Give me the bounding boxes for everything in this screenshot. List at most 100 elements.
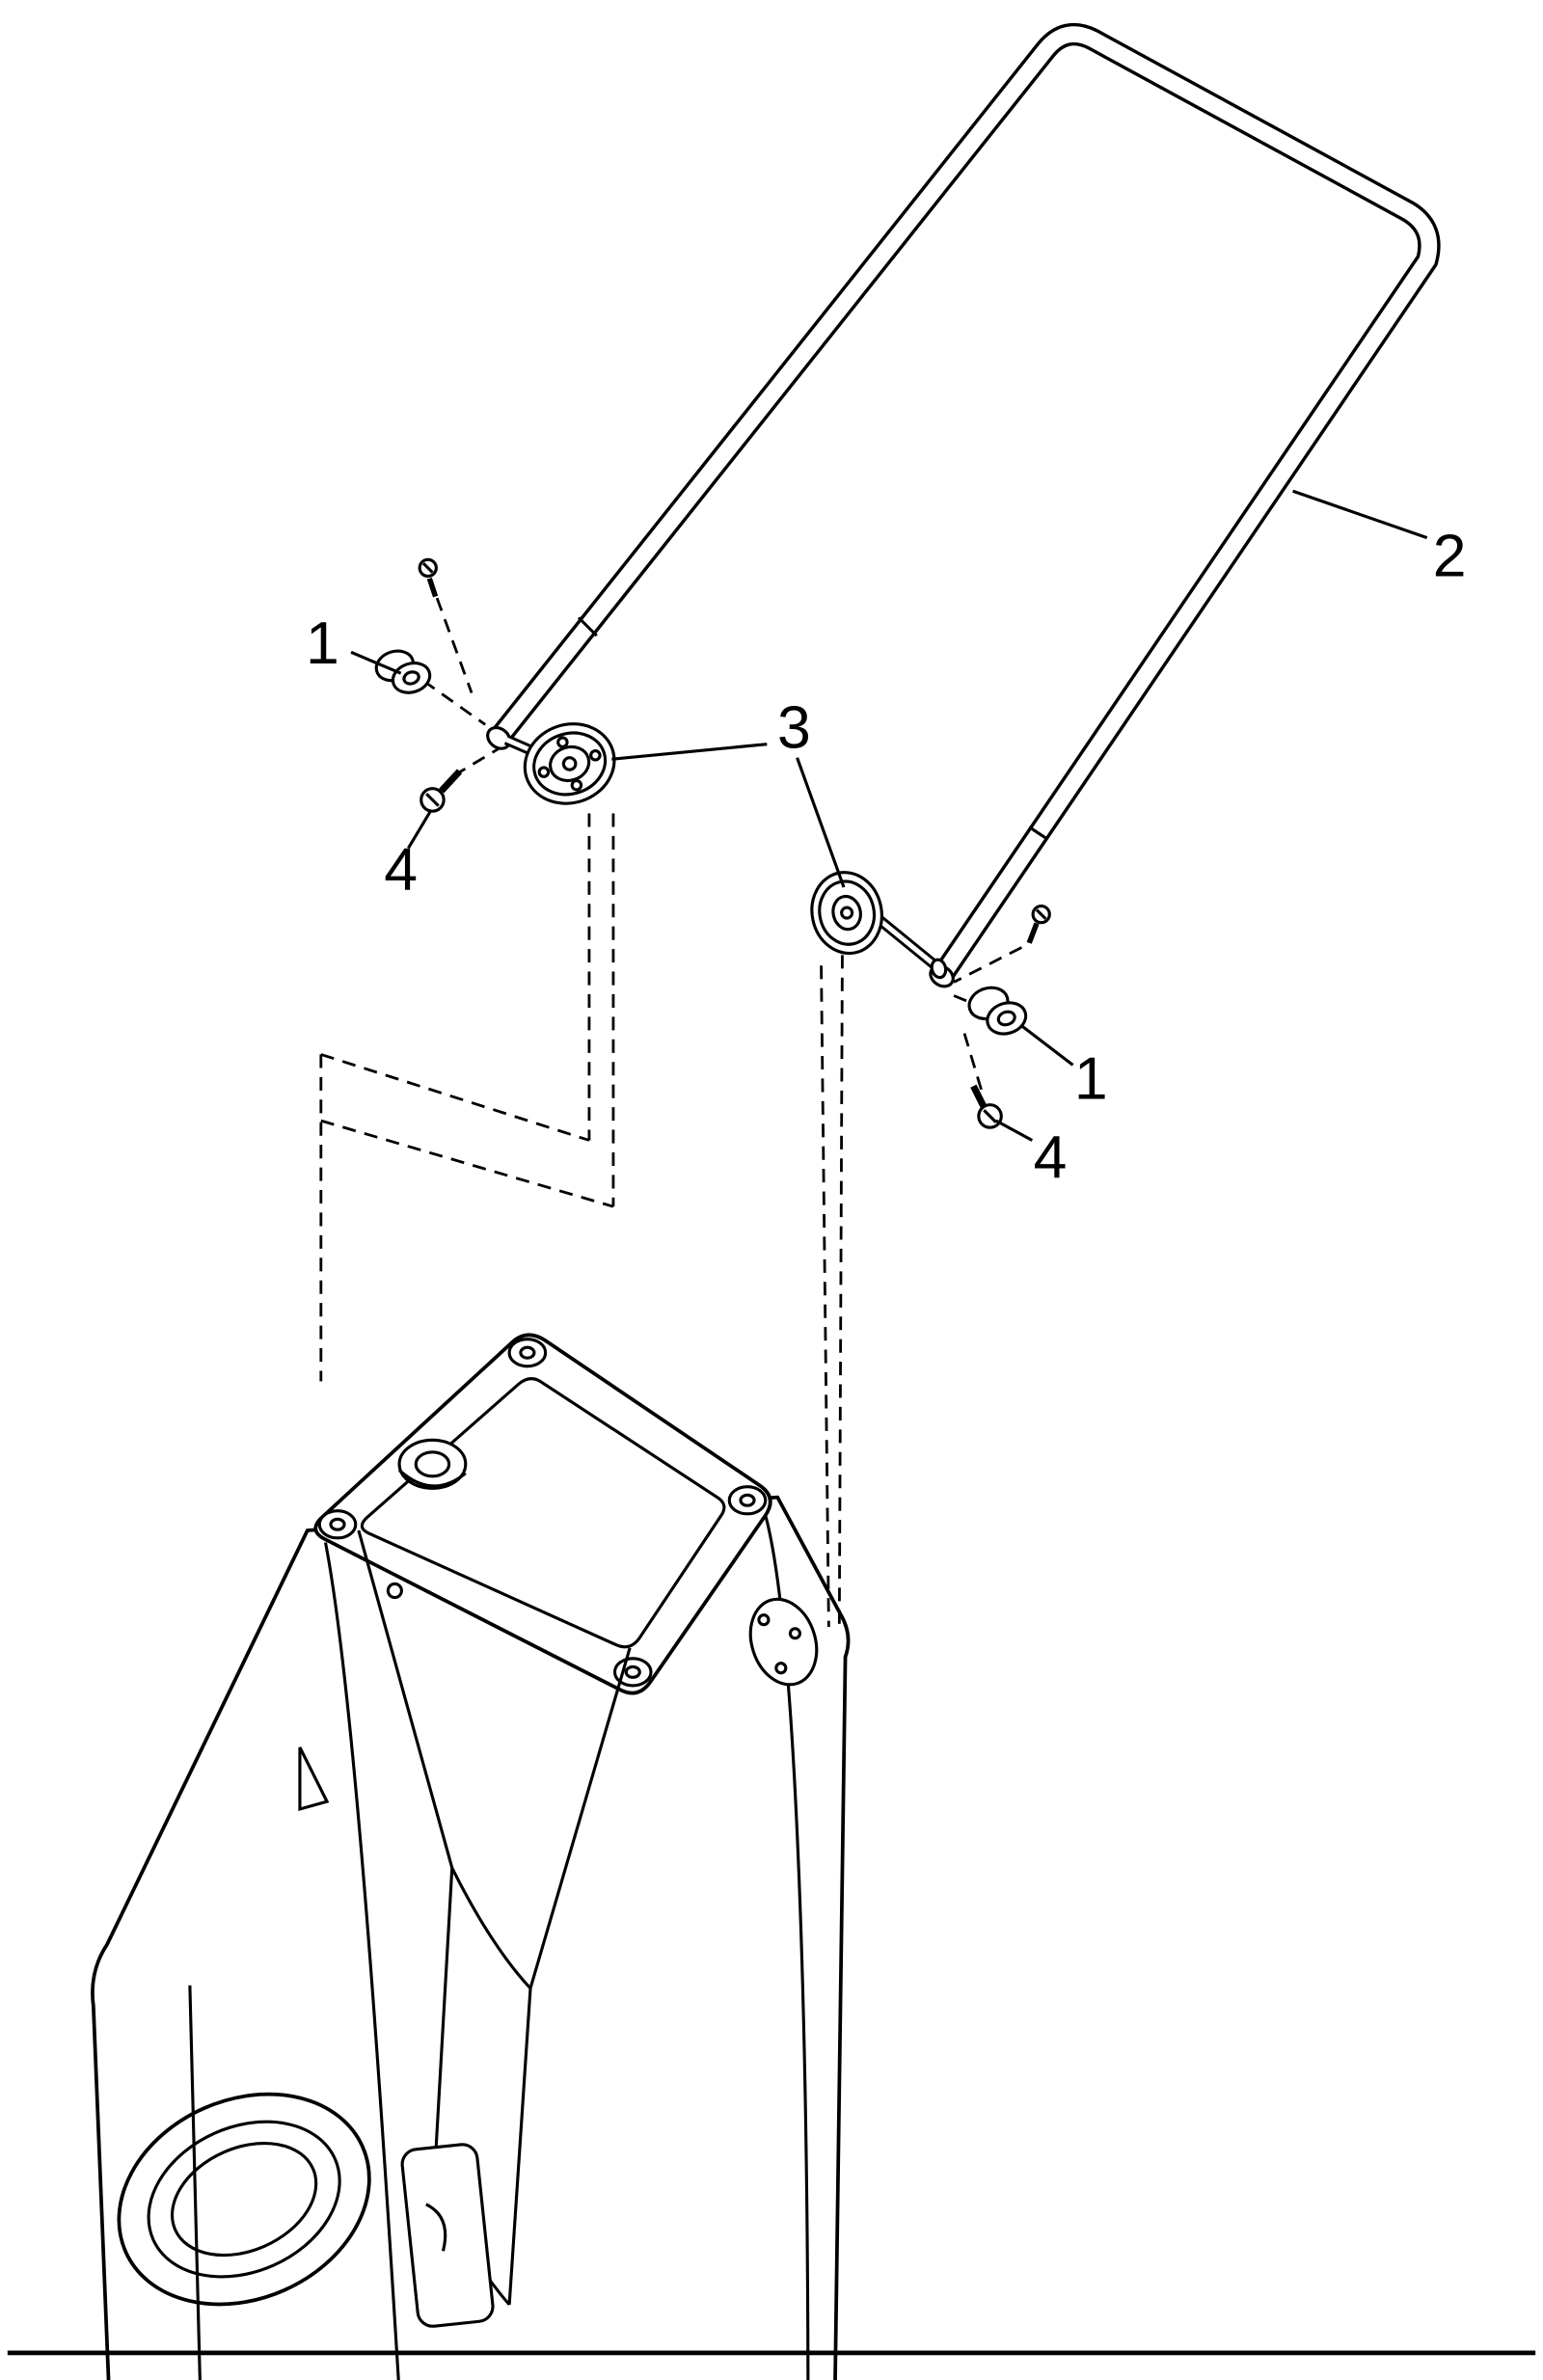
funnel-wall xyxy=(357,1529,454,1869)
dashed-line xyxy=(435,597,474,694)
screw-slot xyxy=(421,562,434,574)
screw-slot xyxy=(425,793,440,807)
callout-label: 1 xyxy=(306,609,339,677)
leader-line xyxy=(611,743,768,761)
axle-washer xyxy=(930,958,948,980)
funnel-interior xyxy=(357,1529,632,2306)
callout-label: 2 xyxy=(1433,523,1467,590)
wheel-right-disc xyxy=(810,871,883,956)
funnel-lip xyxy=(450,1867,532,1989)
discharge-lip xyxy=(147,2120,341,2279)
hub-cap-left xyxy=(374,649,432,694)
screw-shaft xyxy=(1026,922,1040,944)
cap-face xyxy=(391,662,432,694)
leader-line xyxy=(350,650,402,675)
discharge-hole xyxy=(170,2142,318,2258)
callout-label: 4 xyxy=(384,835,418,903)
mount-boss-cylinder xyxy=(397,1438,468,1490)
rim xyxy=(532,731,608,797)
cap-face xyxy=(986,1001,1028,1036)
machine-body xyxy=(91,1333,851,2380)
dashed-line xyxy=(320,1053,590,1142)
callout-1-right: 1 xyxy=(1020,1024,1108,1113)
boss-hole xyxy=(519,1345,536,1360)
hopper-rim-inner xyxy=(360,1377,726,1649)
callout-label: 3 xyxy=(777,694,811,762)
mount-hole xyxy=(788,1627,801,1640)
callout-4-left: 4 xyxy=(384,809,433,903)
tire xyxy=(523,722,616,805)
screw-left xyxy=(420,769,463,813)
mount-pad xyxy=(748,1597,819,1687)
boss-hole xyxy=(329,1517,346,1531)
handlebar-tube-core xyxy=(492,26,1438,981)
left-panel-edge xyxy=(188,1985,202,2380)
spoke-hole xyxy=(537,766,551,778)
discharge-panel xyxy=(117,2092,371,2307)
axle-right-core xyxy=(878,918,939,969)
interior-bracket xyxy=(400,2143,495,2328)
boss xyxy=(317,1509,358,1540)
axle-left-core xyxy=(504,737,532,753)
callout-1-left: 1 xyxy=(306,609,402,677)
callouts: 1 2 3 4 1 4 xyxy=(306,489,1467,1191)
tube-joint-seam xyxy=(1028,825,1048,841)
leader-line xyxy=(995,1119,1034,1142)
callout-label: 4 xyxy=(1034,1123,1068,1191)
rim xyxy=(818,879,877,946)
dashed-line xyxy=(452,747,500,777)
discharge-opening xyxy=(117,2092,371,2307)
side-tab xyxy=(298,1746,330,1812)
cap-bore xyxy=(402,670,420,686)
dashed-line xyxy=(953,946,1023,984)
boss-hole xyxy=(624,1664,641,1679)
leader-line xyxy=(407,809,433,850)
handle-screw-left xyxy=(418,557,439,598)
bracket-plate xyxy=(400,2143,495,2328)
hub-bore xyxy=(561,756,578,771)
chute-wall xyxy=(432,1867,454,2185)
handle-mount-boss xyxy=(748,1597,819,1687)
hopper-rim-outer xyxy=(313,1333,772,1695)
screw-shaft xyxy=(426,577,439,598)
front-corner-edge xyxy=(323,1542,400,2380)
wheel-left xyxy=(503,722,616,805)
mount-hole xyxy=(757,1613,771,1627)
wheel-right xyxy=(810,871,948,980)
spoke-hole xyxy=(556,736,569,748)
dashed-line xyxy=(820,965,830,1628)
body-outline xyxy=(91,1495,851,2380)
projection-lines xyxy=(319,597,1023,1628)
funnel-wall xyxy=(528,1647,632,1989)
boss xyxy=(727,1485,768,1516)
callout-2: 2 xyxy=(1292,489,1467,590)
screw-shaft xyxy=(439,769,463,794)
screw-slot xyxy=(983,1109,997,1123)
tube-joint-seam xyxy=(577,616,598,637)
dashed-line xyxy=(837,955,844,1627)
callout-4-right: 4 xyxy=(995,1119,1068,1191)
boss-bore xyxy=(414,1450,451,1478)
boss xyxy=(507,1338,548,1368)
screw-shaft xyxy=(970,1084,988,1109)
boss-side xyxy=(398,1469,467,1488)
handlebar-tube-outline xyxy=(490,22,1441,983)
handle-screw-right xyxy=(1026,904,1051,944)
cap-bore xyxy=(996,1010,1016,1027)
screw-slot xyxy=(1035,908,1047,920)
hub-cap-right xyxy=(967,986,1028,1036)
mount-hole xyxy=(774,1662,788,1675)
leader-line xyxy=(1292,489,1428,540)
rim-corner-bosses xyxy=(317,1338,768,1688)
dashed-line xyxy=(422,679,486,726)
callout-3: 3 xyxy=(611,694,846,888)
screw-dot xyxy=(386,1582,403,1600)
dashed-line xyxy=(320,1119,614,1208)
hub xyxy=(831,894,862,932)
chute-wall xyxy=(507,1988,532,2306)
spoke-hole xyxy=(570,778,583,792)
dashed-line xyxy=(962,1033,985,1095)
spoke-hole xyxy=(589,749,602,762)
